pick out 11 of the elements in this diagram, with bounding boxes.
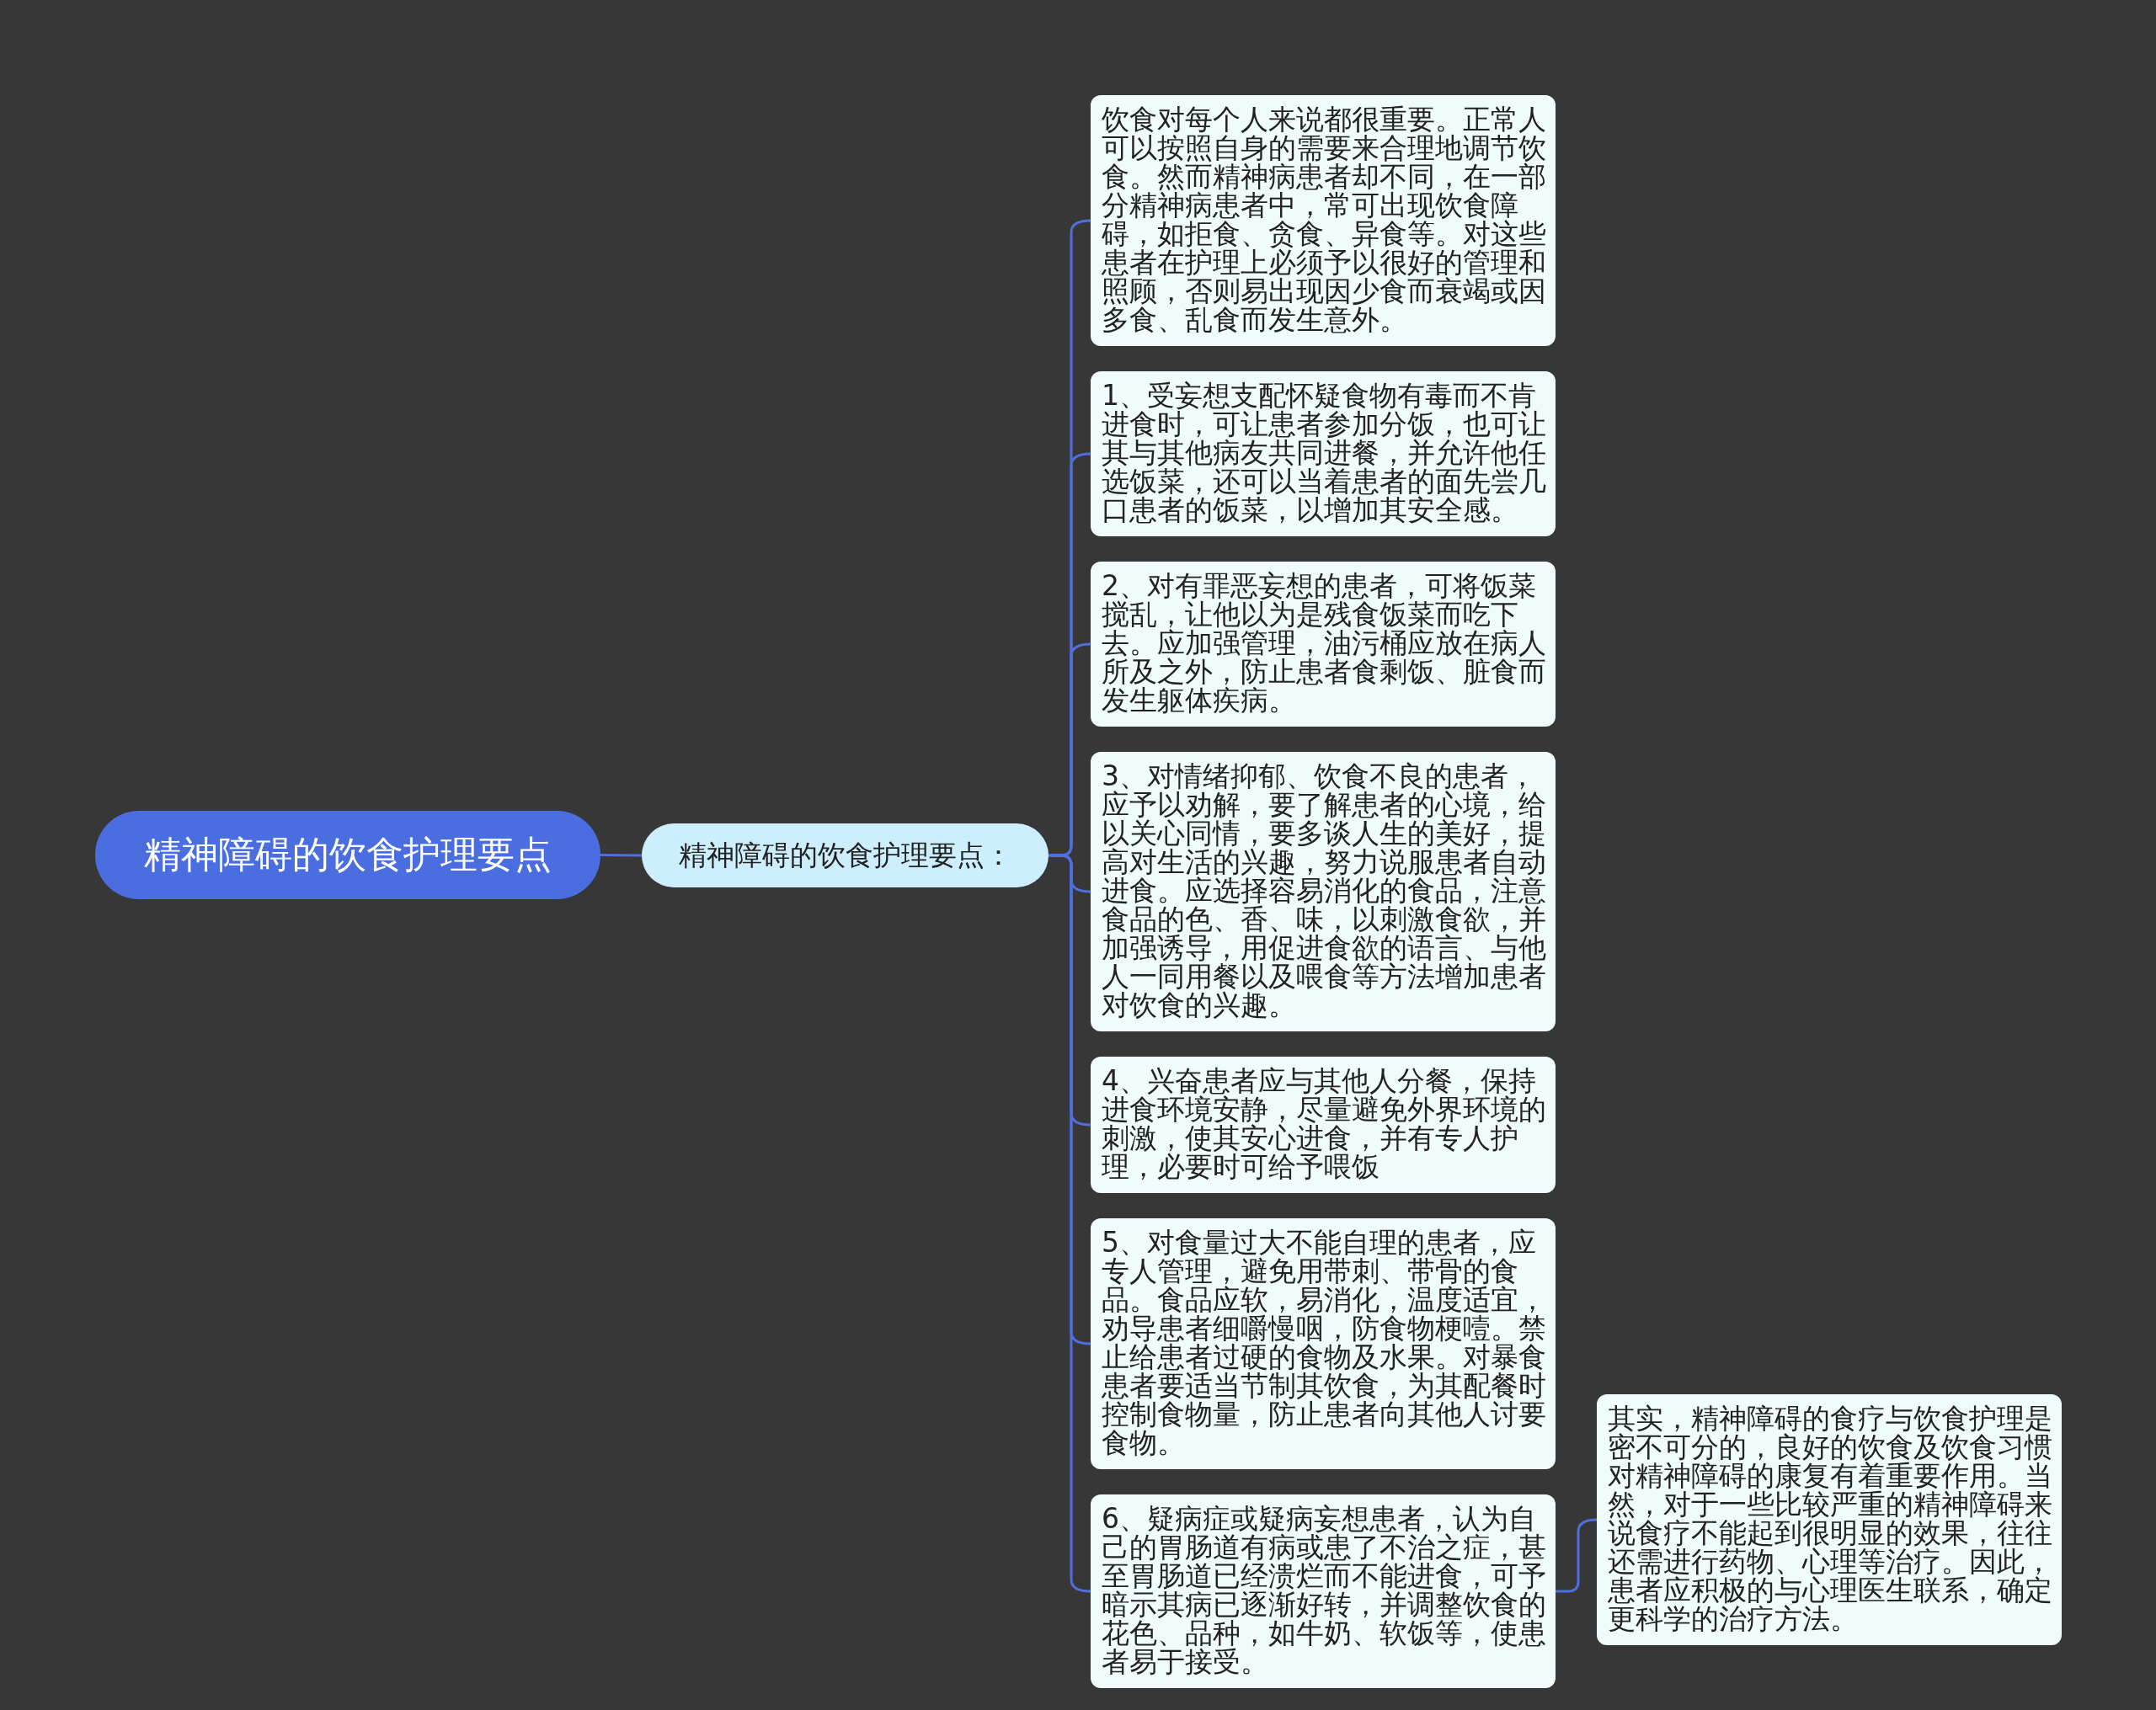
text-card: 1、受妄想支配怀疑食物有毒而不肯进食时，可让患者参加分饭，也可让其与其他病友共同进餐，并允许他任选饭菜，还可以当着患者的面先尝几口患者的饭菜，以增加其安全感。 — [1091, 371, 1556, 536]
subtopic-box: 精神障碍的饮食护理要点： — [642, 823, 1049, 887]
topic-box: 精神障碍的饮食护理要点 — [95, 811, 600, 899]
text-card: 饮食对每个人来说都很重要。正常人可以按照自身的需要来合理地调节饮食。然而精神病患者却不同，在一部分精神病患者中，常可出现饮食障碍，如拒食、贪食、异食等。对这些患者在护理上必须予以很好的管理和照顾，否则易出现因少食而衰竭或因多食、乱食而发生意外。 — [1091, 95, 1556, 346]
text-card: 6、疑病症或疑病妄想患者，认为自己的胃肠道有病或患了不治之症，甚至胃肠道已经溃烂而不能进食，可予暗示其病已逐渐好转，并调整饮食的花色、品种，如牛奶、软饭等，使患者易于接受。 — [1091, 1494, 1556, 1688]
text-card: 5、对食量过大不能自理的患者，应专人管理，避免用带刺、带骨的食品。食品应软，易消化，温度适宜，劝导患者细嚼慢咽，防食物梗噎。禁止给患者过硬的食物及水果。对暴食患者要适当节制其饮食，为其配餐时控制食物量，防止患者向其他人讨要食物。 — [1091, 1218, 1556, 1469]
text-card: 4、兴奋患者应与其他人分餐，保持进食环境安静，尽量避免外界环境的刺激，使其安心进食，并有专人护理，必要时可给予喂饭 — [1091, 1057, 1556, 1193]
text-card: 其实，精神障碍的食疗与饮食护理是密不可分的，良好的饮食及饮食习惯对精神障碍的康复有着重要作用。当然，对于一些比较严重的精神障碍来说食疗不能起到很明显的效果，往往还需进行药物、心理等治疗。因此，患者应积极的与心理医生联系，确定更科学的治疗方法。 — [1597, 1394, 2062, 1645]
connector-line — [600, 854, 642, 857]
text-card: 2、对有罪恶妄想的患者，可将饭菜搅乱，让他以为是残食饭菜而吃下去。应加强管理，油污桶应放在病人所及之外，防止患者食剩饭、脏食而发生躯体疾病。 — [1091, 562, 1556, 727]
text-card: 3、对情绪抑郁、饮食不良的患者，应予以劝解，要了解患者的心境，给以关心同情，要多谈人生的美好，提高对生活的兴趣，努力说服患者自动进食。应选择容易消化的食品，注意食品的色、香、味，以刺激食欲，并加强诱导，用促进食欲的语言、与他人一同用餐以及喂食等方法增加患者对饮食的兴趣。 — [1091, 752, 1556, 1031]
